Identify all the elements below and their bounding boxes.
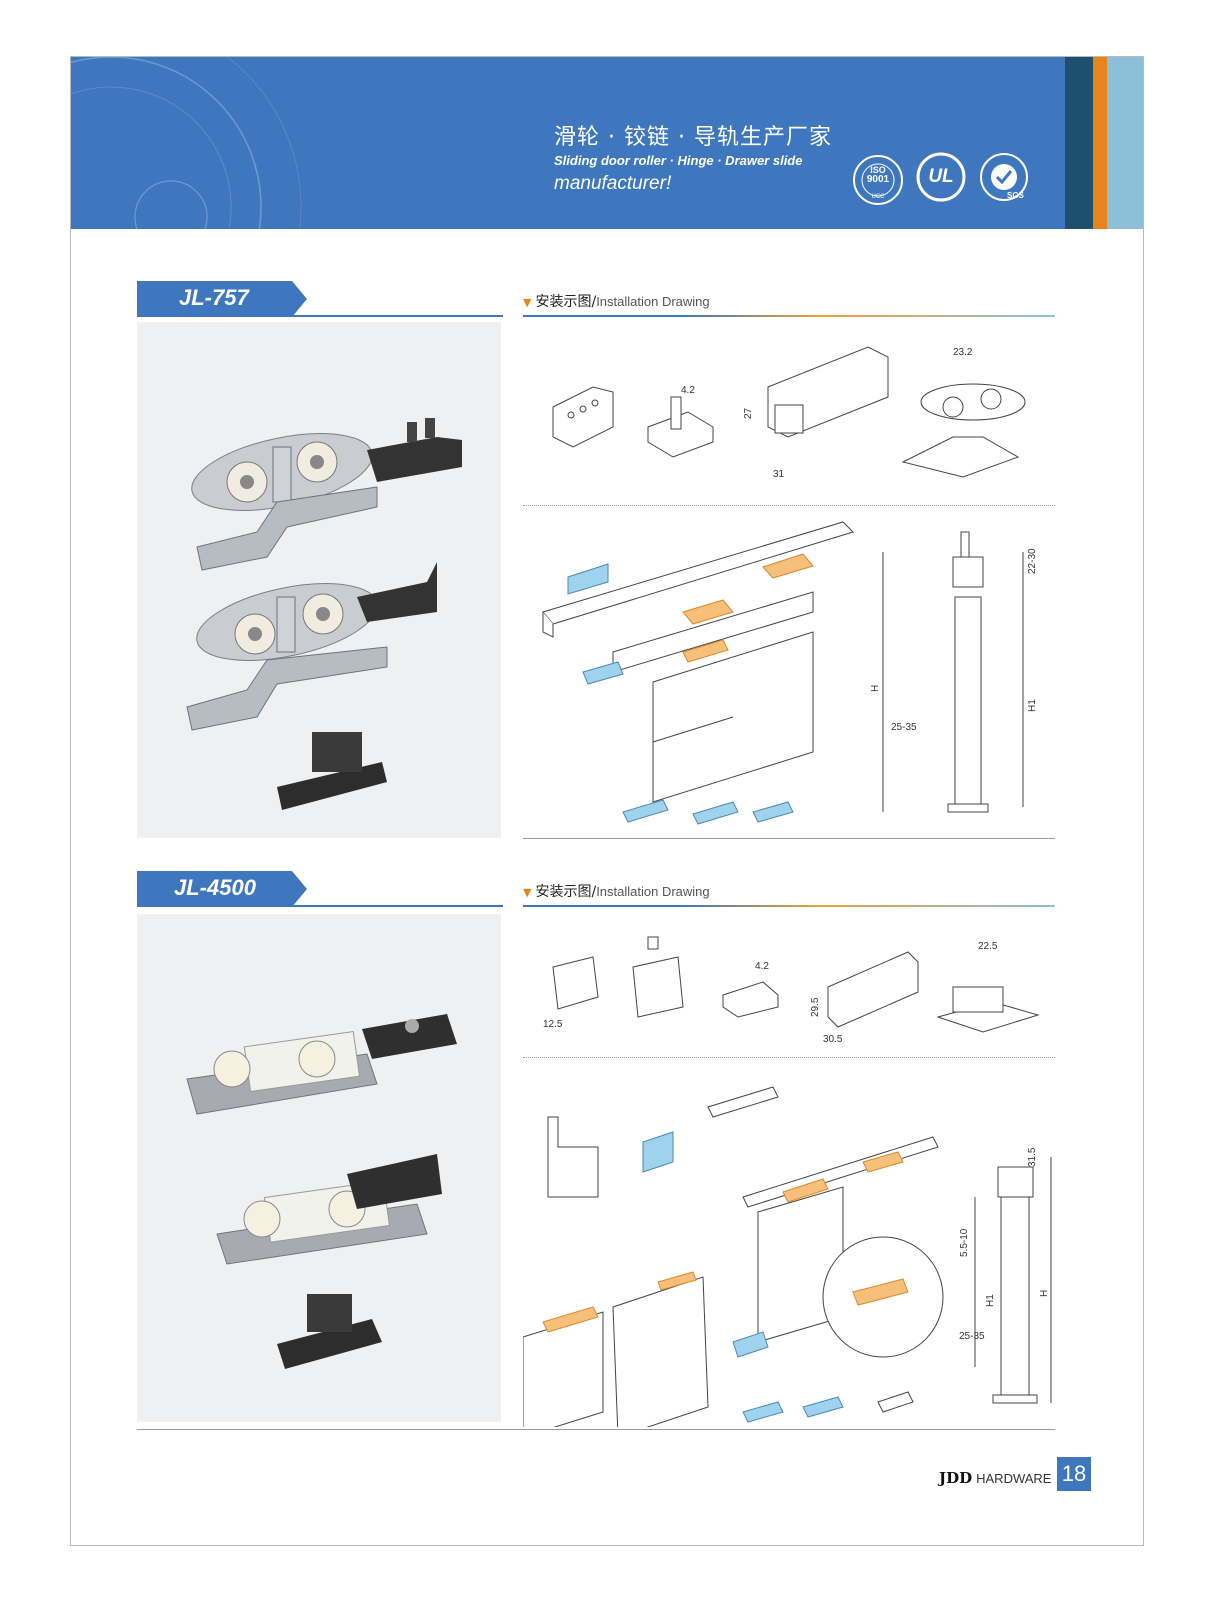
iso-badge-bottom: UCC xyxy=(871,194,885,200)
bottom-divider xyxy=(137,1429,1055,1430)
header-title-cn: 滑轮 · 铰链 · 导轨生产厂家 xyxy=(554,125,832,150)
dim-label: 22.5 xyxy=(978,941,998,952)
light-stripe xyxy=(1107,57,1143,229)
section-underline xyxy=(523,905,1055,907)
section-title-en: Installation Drawing xyxy=(596,294,710,309)
iso-badge-icon: ISO 9001 UCC xyxy=(851,153,905,212)
dim-label: 12.5 xyxy=(543,1019,563,1030)
section-underline xyxy=(523,315,1055,317)
section-title-2: ▼安装示图/Installation Drawing xyxy=(523,881,710,901)
sgs-badge-text: SGS xyxy=(1007,191,1024,200)
dim-label: 30.5 xyxy=(823,1034,843,1045)
dim-label: 29.5 xyxy=(810,997,821,1017)
product-photo-jl4500 xyxy=(137,914,501,1422)
catalog-page: 滑轮 · 铰链 · 导轨生产厂家 Sliding door roller · H… xyxy=(70,56,1144,1546)
dark-stripe xyxy=(1065,57,1093,229)
dim-label: H xyxy=(1039,1290,1050,1297)
dim-label: 25-35 xyxy=(891,722,917,733)
triangle-marker-icon: ▼ xyxy=(523,886,532,899)
dim-label: 25-35 xyxy=(959,1331,985,1342)
model-label-jl757: JL-757 xyxy=(179,285,249,310)
model-tag-bg xyxy=(137,871,307,907)
dim-label: 31.5 xyxy=(1027,1147,1038,1167)
dim-label: 4.2 xyxy=(755,961,769,972)
section-divider xyxy=(523,838,1055,839)
brand-text: HARDWARE xyxy=(976,1471,1052,1486)
parts-drawing-jl757: 4.2 27 31 23.2 xyxy=(552,346,1026,480)
section-title-1: ▼安装示图/Installation Drawing xyxy=(523,291,710,311)
dim-label: H1 xyxy=(1027,699,1038,712)
iso-badge-number: 9001 xyxy=(866,174,890,185)
sgs-badge-icon: SGS xyxy=(977,151,1035,210)
orange-stripe xyxy=(1093,57,1107,229)
dim-label: 23.2 xyxy=(953,347,973,358)
dotted-divider xyxy=(523,505,1055,506)
iso-badge-top: ISO xyxy=(870,165,886,175)
dim-label: 22-30 xyxy=(1027,548,1038,574)
dim-label: H xyxy=(870,685,881,692)
page-number: 18 xyxy=(1057,1457,1091,1491)
dim-label: 31 xyxy=(773,469,785,480)
ul-badge-icon: UL xyxy=(915,151,967,208)
header-subtitle-en: manufacturer! xyxy=(554,173,672,194)
model-label-jl4500: JL-4500 xyxy=(174,875,256,900)
header-banner: 滑轮 · 铰链 · 导轨生产厂家 Sliding door roller · H… xyxy=(71,57,1143,229)
section-title-cn: 安装示图/ xyxy=(535,294,597,310)
installation-drawing-jl757: 22-30 H H1 25-35 xyxy=(542,521,1038,825)
model-tag-bg xyxy=(137,281,307,317)
dim-label: 4.2 xyxy=(681,385,695,396)
dim-label: 5.5-10 xyxy=(959,1228,970,1257)
product-photo-jl757 xyxy=(137,322,501,838)
dim-label: 27 xyxy=(743,407,754,419)
ul-badge-text: UL xyxy=(928,166,954,187)
model-underline xyxy=(137,315,503,317)
brand-logo: JDD xyxy=(939,1469,973,1487)
installation-drawing-jl4500: 31.5 5.5-10 H1 H 25-35 xyxy=(523,1086,1052,1427)
header-title-en: Sliding door roller · Hinge · Drawer sli… xyxy=(554,153,803,168)
triangle-marker-icon: ▼ xyxy=(523,296,532,309)
section-title-en: Installation Drawing xyxy=(596,884,710,899)
section-title-cn: 安装示图/ xyxy=(535,884,597,900)
model-underline xyxy=(137,905,503,907)
decorative-circles xyxy=(71,57,302,229)
dotted-divider xyxy=(523,1057,1055,1058)
parts-drawing-jl4500: 12.5 4.2 29.5 30.5 22.5 xyxy=(543,936,1040,1045)
dim-label: H1 xyxy=(985,1294,996,1307)
